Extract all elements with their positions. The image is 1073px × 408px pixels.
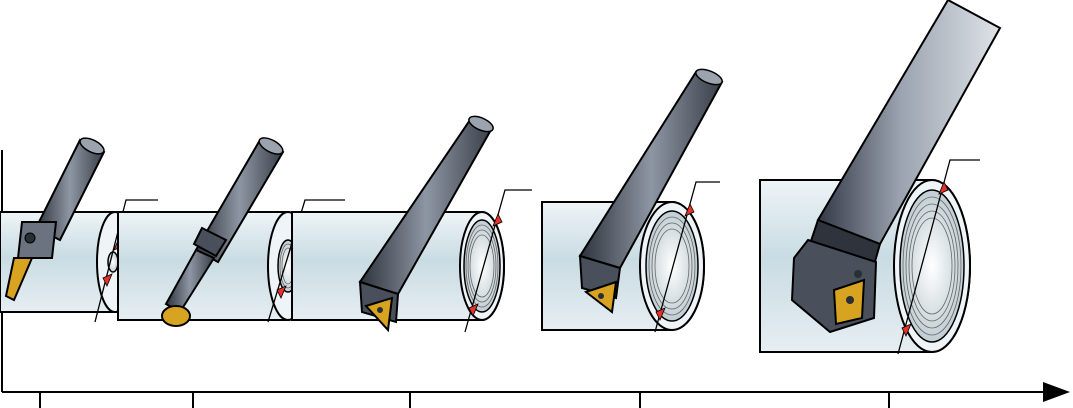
stage-4 [541, 68, 724, 333]
tool-1 [4, 137, 106, 302]
horizontal-axis-arrow [1043, 382, 1070, 402]
red-diameter-marker [655, 307, 666, 321]
tube-1-bore [107, 251, 119, 273]
tube-5-bore [899, 189, 965, 343]
red-diameter-marker [276, 285, 287, 299]
axis-ticks [39, 392, 890, 408]
tool-2 [161, 137, 285, 327]
tube-4-bore [645, 210, 699, 322]
stage-3 [291, 115, 532, 333]
tube-3-bore [463, 219, 501, 313]
red-diameter-marker [901, 323, 912, 337]
red-diameter-marker [492, 213, 503, 227]
red-diameter-marker [102, 273, 113, 287]
stage-5 [759, 0, 1002, 355]
red-diameter-marker [938, 181, 949, 195]
tool-4 [578, 68, 724, 314]
diameter-marker-5 [897, 159, 980, 355]
diameter-marker-4 [654, 181, 720, 333]
diameter-marker-3 [464, 189, 532, 333]
tool-3 [358, 115, 494, 333]
red-diameter-marker [468, 303, 479, 317]
red-diameter-marker [684, 203, 695, 217]
tool-5 [790, 0, 1002, 334]
